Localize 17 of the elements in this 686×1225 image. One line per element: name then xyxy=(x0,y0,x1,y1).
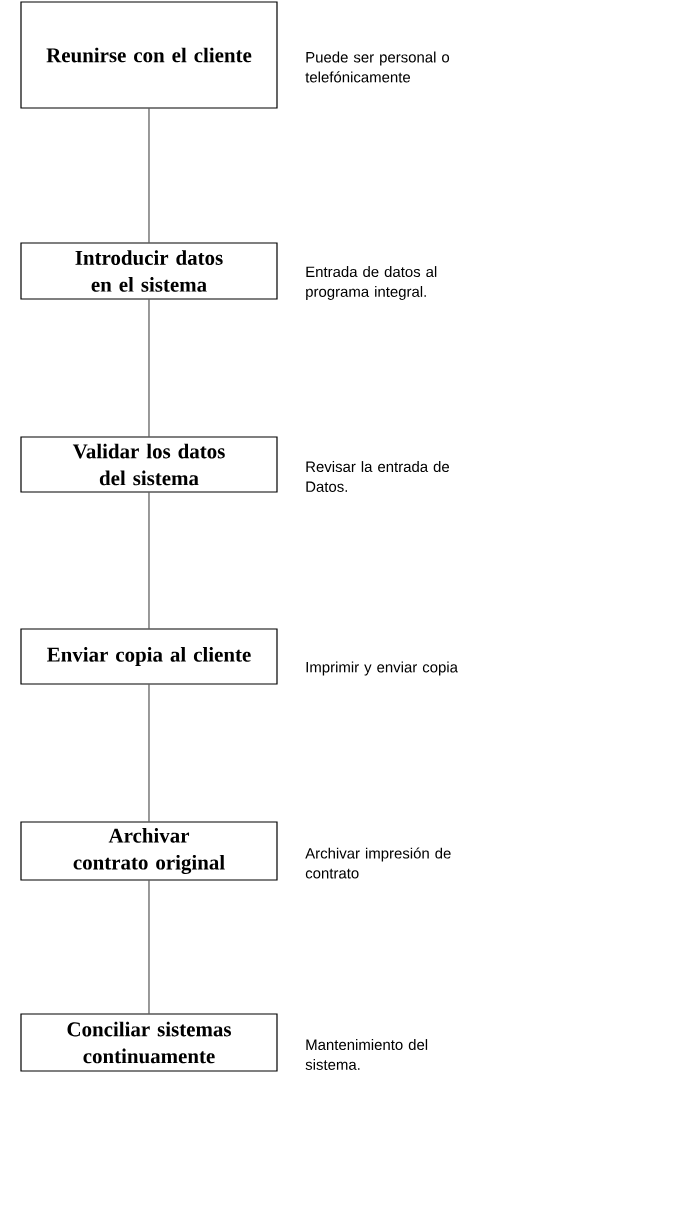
process-box: Introducir datos en el sistema xyxy=(20,242,278,300)
side-note: Mantenimiento del sistema. xyxy=(305,1039,428,1070)
connector-line xyxy=(148,684,150,822)
side-note: Imprimir y enviar copia xyxy=(306,661,458,676)
connector-line xyxy=(148,492,150,629)
side-note: Archivar impresión de contrato xyxy=(305,847,451,879)
side-note: Entrada de datos al programa integral. xyxy=(306,266,437,300)
process-box: Reunirse con el cliente xyxy=(20,1,278,109)
side-note: Revisar la entrada de Datos. xyxy=(306,461,449,492)
process-box: Archivar contrato original xyxy=(20,821,278,881)
process-box: Enviar copia al cliente xyxy=(20,628,278,685)
side-note: Puede ser personal o telefónicamente xyxy=(305,51,450,83)
process-box: Conciliar sistemas continuamente xyxy=(20,1013,278,1072)
connector-line xyxy=(148,108,150,243)
connector-line xyxy=(148,299,150,437)
process-box: Validar los datos del sistema xyxy=(20,436,278,493)
connector-line xyxy=(148,880,150,1014)
